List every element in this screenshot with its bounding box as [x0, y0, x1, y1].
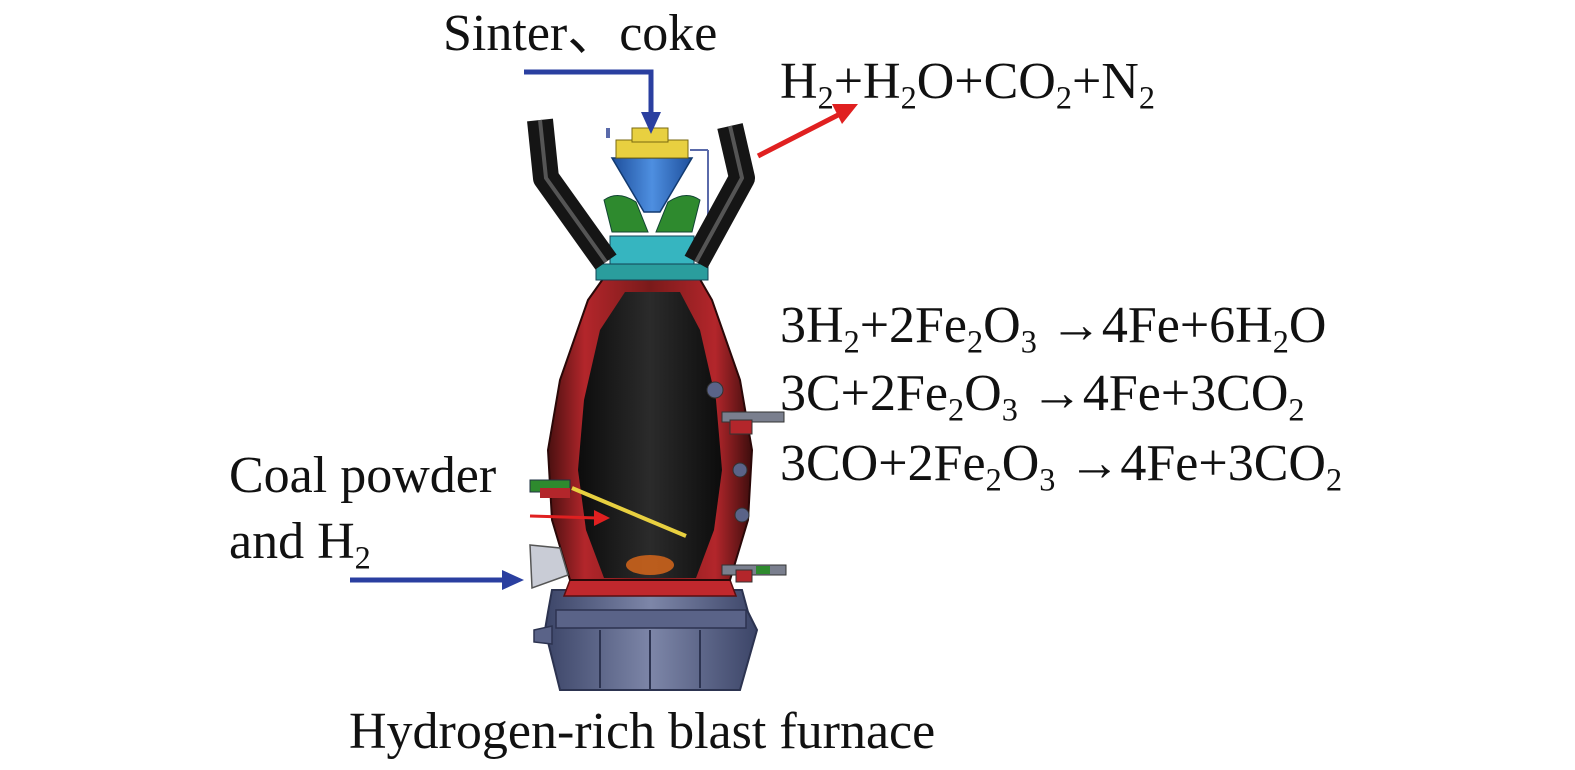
reaction-0-part-1: +2Fe — [859, 297, 968, 354]
off-gas-formula: H2+H2O+CO2+N2 — [780, 53, 1155, 114]
reaction-1-sub-2: 2 — [1288, 391, 1305, 428]
feed-label: Sinter、coke — [443, 5, 718, 62]
reaction-0-sub-3: 2 — [1272, 323, 1289, 360]
reaction-0-part-0: 3H — [780, 297, 844, 354]
off-gas-sub-1: 2 — [900, 79, 917, 116]
reaction-2-sub-0: 2 — [985, 461, 1002, 498]
tuyere-equipment — [529, 479, 687, 590]
injection-label-sub: 2 — [354, 539, 371, 576]
furnace-hearth — [533, 589, 759, 691]
reaction-2-part-2: →4Fe+3CO — [1055, 435, 1326, 492]
furnace-side-pipes — [706, 381, 787, 583]
reaction-0-part-4: O — [1288, 297, 1327, 354]
furnace-core — [578, 292, 722, 578]
off-gas-arrow — [756, 104, 858, 159]
reaction-0-sub-1: 2 — [967, 323, 984, 360]
reaction-1-sub-0: 2 — [948, 391, 965, 428]
injection-label-line2: and H2 — [229, 513, 371, 574]
reaction-hydrogen-reduction: 3H2+2Fe2O3 →4Fe+6H2O — [780, 297, 1327, 358]
off-gas-part-0: H — [780, 53, 818, 110]
reaction-0-part-2: O — [983, 297, 1021, 354]
reaction-1-sub-1: 3 — [1001, 391, 1018, 428]
reaction-carbon-reduction: 3C+2Fe2O3 →4Fe+3CO2 — [780, 365, 1305, 426]
reaction-0-part-3: →4Fe+6H — [1036, 297, 1273, 354]
furnace-bosh-ring — [562, 579, 738, 597]
uptake-pipes — [527, 118, 755, 270]
reaction-1-part-0: 3C+2Fe — [780, 365, 949, 422]
off-gas-sub-2: 2 — [1055, 79, 1072, 116]
reaction-2-part-1: O — [1001, 435, 1040, 492]
figure-caption: Hydrogen-rich blast furnace — [349, 703, 936, 760]
reaction-0-sub-0: 2 — [843, 323, 860, 360]
reaction-2-sub-2: 2 — [1325, 461, 1343, 498]
reaction-1-part-1: O — [964, 365, 1002, 422]
reaction-0-sub-2: 3 — [1020, 323, 1037, 360]
off-gas-sub-3: 2 — [1138, 79, 1155, 116]
injection-label-text: and H — [229, 513, 355, 570]
reaction-1-part-2: →4Fe+3CO — [1017, 365, 1289, 422]
reaction-co-reduction: 3CO+2Fe2O3 →4Fe+3CO2 — [780, 435, 1342, 496]
feed-arrow — [524, 69, 661, 134]
injection-arrow — [350, 570, 524, 590]
injection-label-line1: Coal powder — [229, 447, 497, 504]
off-gas-part-1: +H — [833, 53, 901, 110]
off-gas-part-2: O+CO — [916, 53, 1056, 110]
reaction-2-part-0: 3CO+2Fe — [780, 435, 986, 492]
reaction-2-sub-1: 3 — [1039, 461, 1056, 498]
off-gas-sub-0: 2 — [817, 79, 834, 116]
off-gas-part-3: +N — [1071, 53, 1139, 110]
